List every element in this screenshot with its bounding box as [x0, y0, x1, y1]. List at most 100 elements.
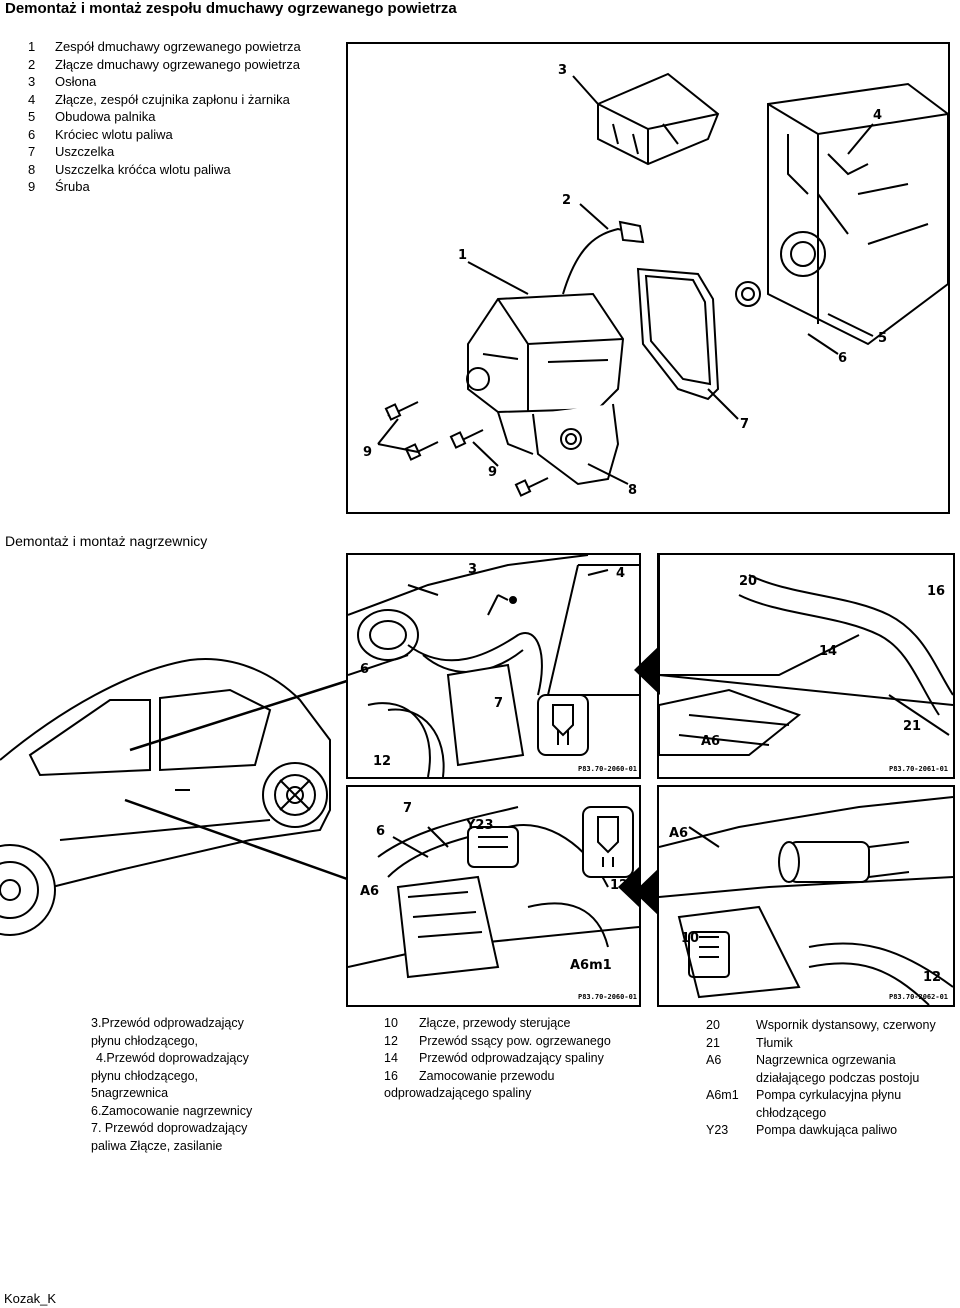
legend-text: Osłona: [55, 74, 97, 89]
callout-label: 9: [363, 445, 372, 460]
legend-num: 9: [28, 179, 36, 194]
legend-item: 4 Złącze, zespół czujnika zapłonu i żarni…: [28, 91, 328, 109]
caption-num: A6: [706, 1053, 722, 1067]
caption-line: płynu chłodzącego,: [91, 1033, 199, 1048]
legend-item: 7 Uszczelka: [28, 143, 328, 161]
caption-item: 14 Przewód odprowadzający spaliny: [384, 1050, 654, 1068]
car-illustration: [0, 658, 351, 936]
caption-item: chłodzącego: [706, 1105, 960, 1123]
heater-figure-top-left: 3 4 6 7 12 P83.70-2060-01: [346, 553, 641, 779]
caption-item: działającego podczas postoju: [706, 1070, 960, 1088]
legend-num: 3: [28, 74, 36, 89]
caption-line: paliwa Złącze, zasilanie: [91, 1138, 223, 1153]
legend-num: 7: [28, 144, 36, 159]
caption-text: Zamocowanie przewodu: [419, 1068, 555, 1083]
caption-num: 16: [384, 1068, 398, 1083]
heater-figure-bottom-right: A6 10 12 P83.70-2062-01: [657, 785, 955, 1007]
caption-num: A6m1: [706, 1088, 739, 1102]
callout-label: 12: [373, 754, 391, 769]
legend-num: 1: [28, 39, 36, 54]
caption-text: Nagrzewnica ogrzewania: [756, 1053, 896, 1067]
legend-text: Złącze, zespół czujnika zapłonu i żarnik…: [55, 91, 290, 107]
caption-line: płynu chłodzącego,: [91, 1068, 199, 1083]
legend-num: 4: [28, 91, 36, 107]
figure-code: P83.70-2060-01: [578, 765, 637, 773]
figure-code: P83.70-2062-01: [889, 993, 948, 1001]
callout-label: 16: [927, 584, 945, 599]
legend-num: 8: [28, 161, 36, 177]
blower-exploded-figure: 3 4 2 1 5 6 7 9 9 8: [346, 42, 950, 514]
caption-text: Złącze, przewody sterujące: [419, 1016, 571, 1030]
legend-item: 9 Śruba: [28, 178, 328, 196]
section-subtitle: Demontaż i montaż nagrzewnicy: [5, 533, 208, 549]
caption-text: Wspornik dystansowy, czerwony: [756, 1018, 936, 1032]
caption-item: 12 Przewód ssący pow. ogrzewanego: [384, 1033, 654, 1051]
callout-label: 4: [873, 108, 882, 123]
caption-num: [706, 1105, 756, 1123]
legend-item: 6 Króciec wlotu paliwa: [28, 126, 328, 144]
callout-label: A6m1: [570, 958, 612, 973]
caption-item: A6 Nagrzewnica ogrzewania: [706, 1052, 960, 1070]
legend-item: 8 Uszczelka króćca wlotu paliwa: [28, 161, 328, 179]
caption-line: odprowadzającego spaliny: [384, 1086, 532, 1100]
callout-label: A6: [360, 884, 379, 899]
legend-item: 5 Obudowa palnika: [28, 108, 328, 126]
callout-label: 1: [458, 248, 467, 263]
callout-label: 14: [819, 644, 837, 659]
heater-figure-top-right: 20 16 14 21 A6 P83.70-2061-01: [657, 553, 955, 779]
callout-label: 21: [903, 719, 921, 734]
legend-text: Śruba: [55, 179, 90, 194]
caption-num: 21: [706, 1035, 720, 1050]
caption-line: 4.Przewód doprowadzający: [96, 1051, 249, 1065]
legend-text: Obudowa palnika: [55, 109, 156, 124]
callout-label: 6: [360, 662, 369, 677]
caption-line: 3.Przewód odprowadzający: [91, 1016, 244, 1030]
callout-label: 3: [468, 562, 477, 577]
legend-text: Króciec wlotu paliwa: [55, 126, 173, 142]
callout-label: 7: [403, 801, 412, 816]
callout-label: 12: [610, 878, 628, 893]
callout-label: 6: [838, 351, 847, 366]
callout-label: A6: [669, 826, 688, 841]
caption-num: 12: [384, 1033, 398, 1048]
legend-num: 6: [28, 126, 36, 142]
caption-item: 16 Zamocowanie przewodu: [384, 1068, 654, 1086]
caption-num: Y23: [706, 1123, 729, 1137]
legend-text: Uszczelka: [55, 144, 115, 159]
pointer-arrow-icon: [634, 867, 660, 917]
caption-column-1: 3.Przewód odprowadzający płynu chłodzące…: [91, 1015, 341, 1155]
callout-label: 7: [494, 696, 503, 711]
callout-label: 20: [739, 574, 757, 589]
heater-tl-drawing: 3 4 6 7 12 P83.70-2060-01: [348, 555, 639, 777]
callout-label: 9: [488, 465, 497, 480]
caption-num: [706, 1070, 756, 1088]
heater-bl-drawing: 7 Y23 6 A6 12 A6m1 P83.70-2060-01: [348, 801, 639, 1001]
callout-label: 7: [740, 417, 749, 432]
callout-label: 4: [616, 566, 625, 581]
callout-label: 6: [376, 824, 385, 839]
pointer-arrow-icon: [634, 645, 660, 695]
caption-text: Przewód odprowadzający spaliny: [419, 1051, 604, 1065]
caption-line: 6.Zamocowanie nagrzewnicy: [91, 1103, 253, 1118]
figure-code: P83.70-2061-01: [889, 765, 948, 773]
caption-num: 14: [384, 1051, 398, 1065]
caption-line: 5nagrzewnica: [91, 1086, 169, 1100]
heater-br-drawing: A6 10 12 P83.70-2062-01: [659, 796, 953, 1005]
caption-line: 7. Przewód doprowadzający: [91, 1121, 248, 1135]
caption-text: Przewód ssący pow. ogrzewanego: [419, 1033, 611, 1048]
callout-label: 3: [558, 63, 567, 78]
callout-label: 10: [681, 931, 699, 946]
callout-label: 5: [878, 331, 887, 346]
callout-label: Y23: [465, 818, 494, 833]
legend-num: 2: [28, 56, 36, 72]
legend-num: 5: [28, 109, 36, 124]
legend-text: Uszczelka króćca wlotu paliwa: [55, 161, 231, 177]
caption-text: Tłumik: [756, 1035, 793, 1050]
